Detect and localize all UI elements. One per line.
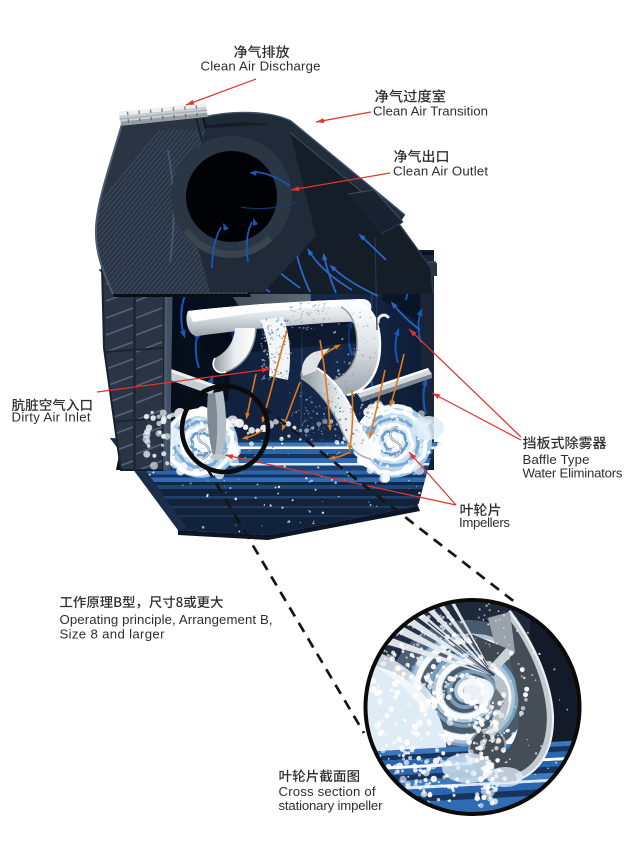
svg-text:stationary impeller: stationary impeller [279, 798, 384, 813]
svg-text:Clean Air Outlet: Clean Air Outlet [393, 164, 488, 179]
svg-text:Size 8 and larger: Size 8 and larger [60, 627, 166, 642]
svg-text:Cross section of: Cross section of [279, 784, 376, 799]
svg-text:Clean Air Transition: Clean Air Transition [373, 104, 488, 119]
svg-text:Impellers: Impellers [459, 515, 510, 530]
svg-text:Baffle Type: Baffle Type [523, 452, 590, 467]
svg-text:Dirty Air Inlet: Dirty Air Inlet [12, 410, 91, 425]
svg-text:Water Eliminators: Water Eliminators [523, 466, 623, 481]
svg-text:Operating principle, Arrangeme: Operating principle, Arrangement B, [60, 612, 273, 627]
svg-text:Clean Air Discharge: Clean Air Discharge [201, 59, 321, 74]
